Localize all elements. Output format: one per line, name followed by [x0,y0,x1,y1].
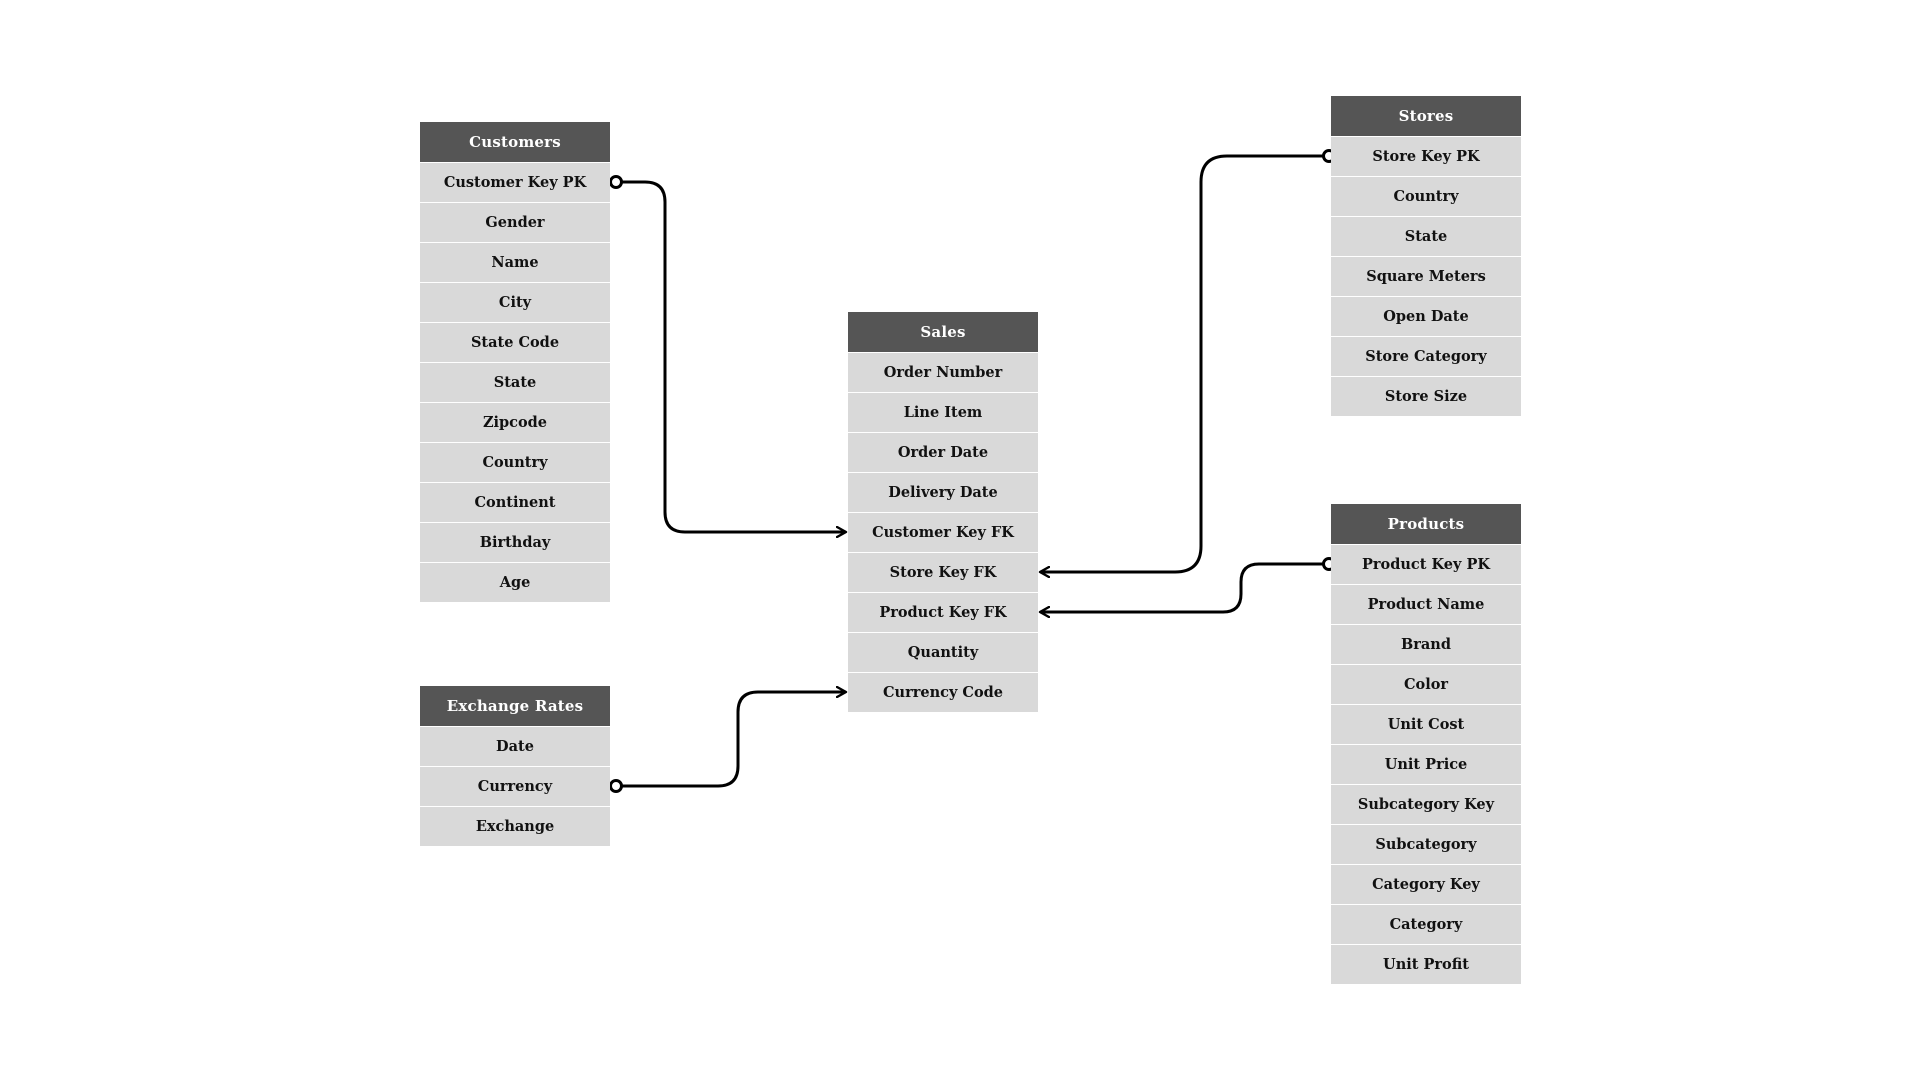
products-field[interactable]: Product Name [1331,584,1521,624]
sales-field[interactable]: Currency Code [848,672,1038,712]
exchange-rates-field[interactable]: Exchange [420,806,610,846]
relationship-origin-customers [609,175,623,189]
customers-field[interactable]: Continent [420,482,610,522]
customers-field[interactable]: Zipcode [420,402,610,442]
exchange-rates-field[interactable]: Date [420,726,610,766]
customers-field[interactable]: State [420,362,610,402]
relationship-line-stores [1040,154,1329,572]
exchange-rates-table-header: Exchange Rates [420,686,610,726]
sales-field[interactable]: Line Item [848,392,1038,432]
stores-field[interactable]: Square Meters [1331,256,1521,296]
stores-table-header: Stores [1331,96,1521,136]
products-field[interactable]: Unit Profit [1331,944,1521,984]
stores-field[interactable]: Open Date [1331,296,1521,336]
stores-field[interactable]: Store Key PK [1331,136,1521,176]
stores-field[interactable]: State [1331,216,1521,256]
sales-field[interactable]: Product Key FK [848,592,1038,632]
sales-field[interactable]: Customer Key FK [848,512,1038,552]
products-field[interactable]: Unit Cost [1331,704,1521,744]
customers-table-header: Customers [420,122,610,162]
sales-field[interactable]: Order Date [848,432,1038,472]
customers-field[interactable]: State Code [420,322,610,362]
customers-field[interactable]: Gender [420,202,610,242]
customers-field[interactable]: Name [420,242,610,282]
relationship-line-customers [618,180,846,532]
products-field[interactable]: Unit Price [1331,744,1521,784]
sales-field[interactable]: Order Number [848,352,1038,392]
customers-field[interactable]: Birthday [420,522,610,562]
sales-table-header: Sales [848,312,1038,352]
products-field[interactable]: Category [1331,904,1521,944]
products-field[interactable]: Subcategory Key [1331,784,1521,824]
sales-field[interactable]: Store Key FK [848,552,1038,592]
products-field[interactable]: Color [1331,664,1521,704]
exchange-rates-field[interactable]: Currency [420,766,610,806]
relationship-origin-exchange-rates [609,779,623,793]
customers-field[interactable]: Age [420,562,610,602]
sales-field[interactable]: Delivery Date [848,472,1038,512]
products-field[interactable]: Category Key [1331,864,1521,904]
stores-field[interactable]: Country [1331,176,1521,216]
relationship-line-exchange-rates [618,692,846,788]
customers-field[interactable]: City [420,282,610,322]
products-field[interactable]: Brand [1331,624,1521,664]
stores-field[interactable]: Store Size [1331,376,1521,416]
products-field[interactable]: Subcategory [1331,824,1521,864]
customers-field[interactable]: Customer Key PK [420,162,610,202]
relationship-line-products [1040,562,1329,612]
customers-field[interactable]: Country [420,442,610,482]
sales-field[interactable]: Quantity [848,632,1038,672]
products-table-header: Products [1331,504,1521,544]
stores-field[interactable]: Store Category [1331,336,1521,376]
products-field[interactable]: Product Key PK [1331,544,1521,584]
